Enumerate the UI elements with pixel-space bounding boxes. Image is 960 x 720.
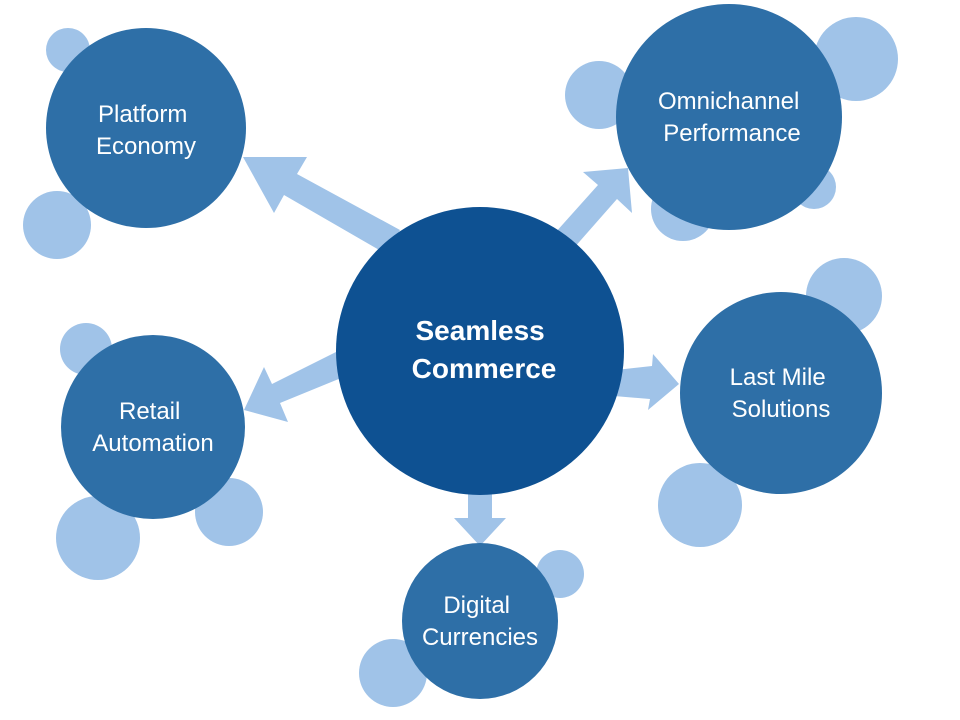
- hub-label-line: Seamless: [416, 315, 545, 346]
- connector-arrows: [243, 157, 679, 546]
- arrow-to-platform-economy: [243, 157, 400, 254]
- node-label-last-mile-solutions: Last Mile Solutions: [730, 364, 833, 423]
- label-line: Platform: [98, 101, 187, 128]
- accent-bubble: [359, 639, 427, 707]
- arrow-to-retail-automation: [244, 352, 346, 422]
- satellite-node-retail-automation: Retail Automation: [61, 335, 245, 519]
- accent-bubble: [658, 463, 742, 547]
- accent-bubble: [23, 191, 91, 259]
- node-circle: [61, 335, 245, 519]
- node-label-platform-economy: Platform Economy: [96, 101, 196, 160]
- label-line: Omnichannel: [658, 88, 799, 115]
- node-circle: [46, 28, 246, 228]
- label-line: Currencies: [422, 624, 538, 651]
- satellite-node-digital-currencies: Digital Currencies: [402, 543, 558, 699]
- arrow-to-digital-currencies: [454, 492, 506, 546]
- hub-label: Seamless Commerce: [412, 315, 557, 384]
- arrow-to-last-mile-solutions: [614, 354, 679, 410]
- label-line: Digital: [443, 592, 510, 619]
- label-line: Solutions: [732, 396, 831, 423]
- hub-circle: [336, 207, 624, 495]
- node-circle: [616, 4, 842, 230]
- node-label-omnichannel-performance: Omnichannel Performance: [658, 88, 806, 147]
- label-line: Last Mile: [730, 364, 826, 391]
- node-circle: [680, 292, 882, 494]
- node-label-retail-automation: Retail Automation: [92, 398, 213, 457]
- hub-label-line: Commerce: [412, 353, 557, 384]
- label-line: Retail: [119, 398, 180, 425]
- satellite-node-last-mile-solutions: Last Mile Solutions: [680, 292, 882, 494]
- node-circle: [402, 543, 558, 699]
- satellite-node-platform-economy: Platform Economy: [46, 28, 246, 228]
- accent-bubble: [565, 61, 633, 129]
- label-line: Performance: [663, 120, 800, 147]
- arrow-to-omnichannel-performance: [555, 168, 632, 249]
- accent-bubble: [56, 496, 140, 580]
- satellite-node-omnichannel-performance: Omnichannel Performance: [616, 4, 842, 230]
- label-line: Economy: [96, 133, 196, 160]
- hub-node-seamless-commerce: Seamless Commerce: [336, 207, 624, 495]
- label-line: Automation: [92, 430, 213, 457]
- node-label-digital-currencies: Digital Currencies: [422, 592, 538, 651]
